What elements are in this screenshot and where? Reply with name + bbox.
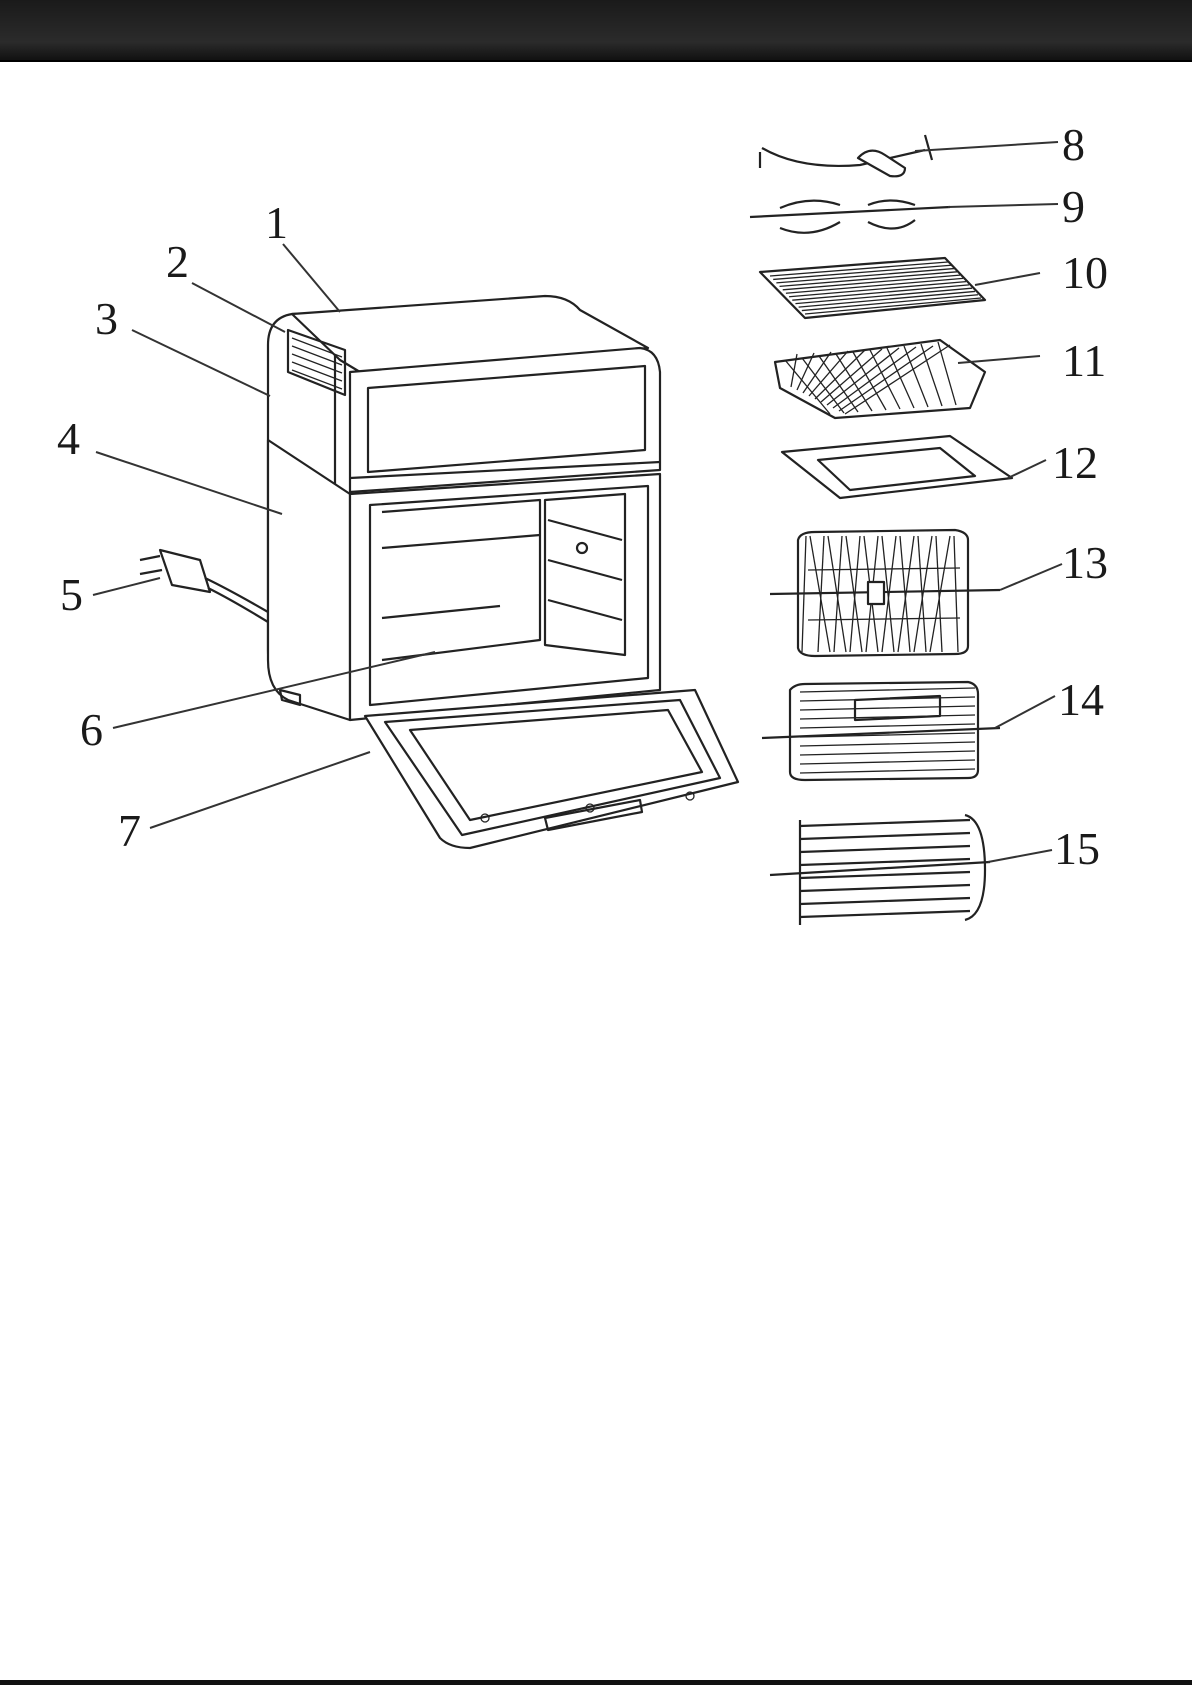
- label-11: 11: [1062, 335, 1106, 386]
- label-12: 12: [1052, 437, 1098, 488]
- hatch-line: [800, 911, 970, 917]
- label-6: 6: [80, 704, 103, 755]
- label-2: 2: [166, 236, 189, 287]
- hatch-line: [800, 846, 970, 852]
- label-15: 15: [1054, 823, 1100, 874]
- rotisserie-basket: [770, 530, 1000, 656]
- label-8: 8: [1062, 119, 1085, 170]
- rotisserie-spit: [760, 135, 932, 176]
- kebab-rack: [770, 815, 990, 925]
- drip-tray: [782, 436, 1012, 498]
- label-10: 10: [1062, 247, 1108, 298]
- hatch-line: [800, 885, 970, 891]
- door: [365, 690, 738, 848]
- hatch-line: [800, 833, 970, 839]
- label-4: 4: [57, 413, 80, 464]
- label-1: 1: [265, 197, 288, 248]
- label-14: 14: [1058, 674, 1104, 725]
- hatch-line: [800, 820, 970, 826]
- label-9: 9: [1062, 181, 1085, 232]
- label-13: 13: [1062, 537, 1108, 588]
- wire-rack: [775, 340, 985, 418]
- power-plug: [140, 550, 268, 622]
- label-5: 5: [60, 569, 83, 620]
- grill-tray: [760, 258, 985, 318]
- oven-body: [268, 296, 660, 720]
- hatch-line: [800, 898, 970, 904]
- rotisserie-fork: [750, 201, 950, 233]
- rotisserie-cage: [762, 682, 1000, 780]
- hatch-line: [800, 872, 970, 878]
- label-7: 7: [118, 805, 141, 856]
- footer-rule: [0, 1680, 1192, 1685]
- label-3: 3: [95, 293, 118, 344]
